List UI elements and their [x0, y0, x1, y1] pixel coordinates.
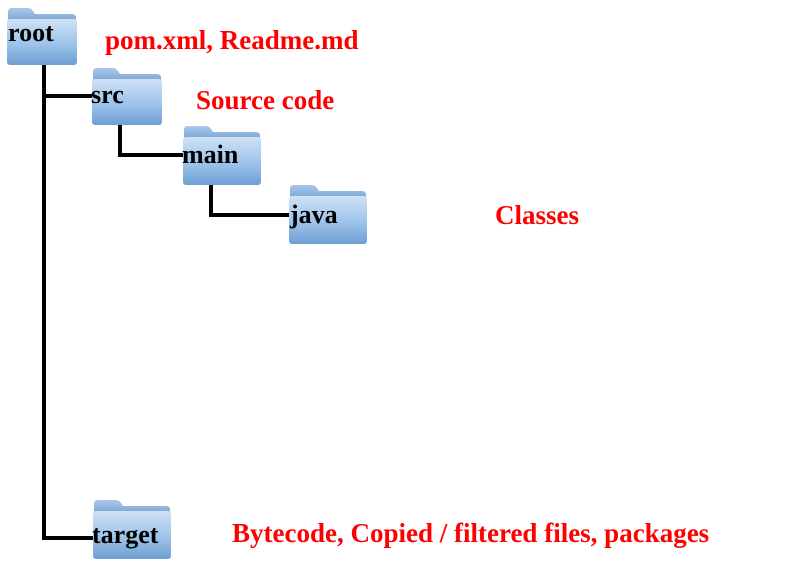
folder-label-java: java — [290, 200, 338, 229]
folder-label-root: root — [8, 18, 54, 47]
folder-src[interactable]: src — [91, 66, 163, 126]
connector-main-java — [209, 182, 292, 217]
folder-icon — [289, 185, 367, 244]
annotation-java: Classes — [495, 200, 580, 230]
annotation-src: Source code — [196, 85, 335, 115]
folder-label-main: main — [182, 140, 239, 169]
folder-icon — [183, 126, 261, 185]
annotation-target: Bytecode, Copied / filtered files, packa… — [232, 518, 710, 548]
folder-java[interactable]: java — [288, 183, 368, 245]
folder-root[interactable]: root — [6, 6, 78, 66]
folder-main[interactable]: main — [182, 124, 262, 186]
folder-label-target: target — [92, 520, 159, 549]
folder-icon — [92, 68, 162, 125]
folder-target[interactable]: target — [92, 498, 172, 560]
connector-root-src — [42, 64, 94, 98]
folder-icon — [93, 500, 171, 559]
connector-src-main — [118, 124, 184, 157]
folder-icon — [7, 8, 77, 65]
connector-root-target — [42, 94, 94, 540]
folder-label-src: src — [91, 80, 124, 109]
annotation-root: pom.xml, Readme.md — [105, 25, 359, 55]
